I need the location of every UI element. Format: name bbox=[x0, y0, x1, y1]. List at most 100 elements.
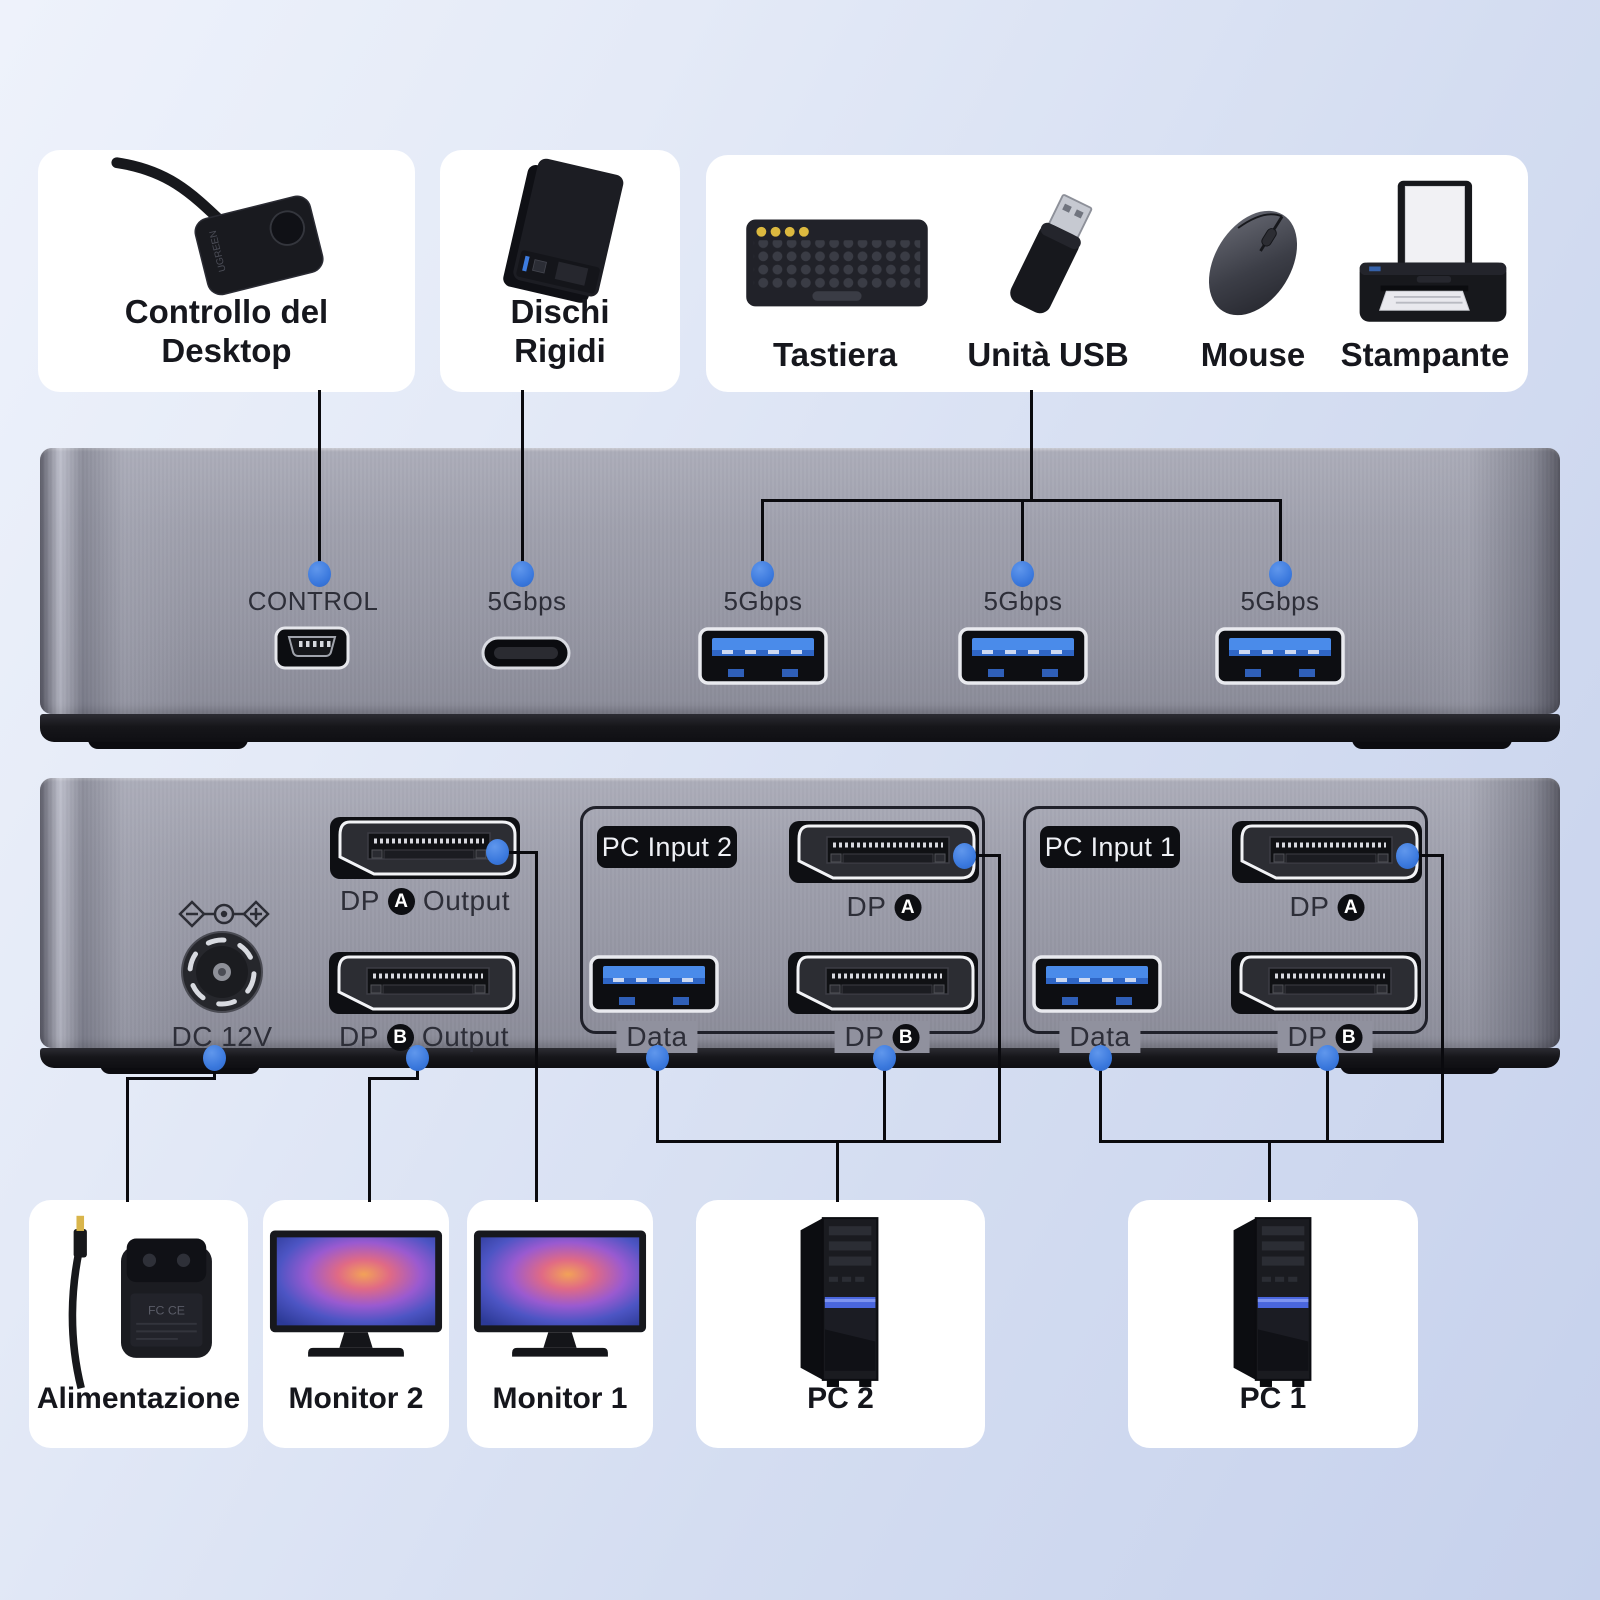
monitor-1-image bbox=[472, 1228, 648, 1366]
usba1-port-label: 5Gbps bbox=[723, 586, 803, 616]
dc-power-jack bbox=[180, 930, 264, 1014]
mini-usb-port bbox=[274, 626, 350, 670]
printer-image bbox=[1359, 180, 1507, 322]
connector-line-dpb-out-jog bbox=[368, 1077, 419, 1080]
power-supply-label: Alimentazione bbox=[36, 1382, 241, 1415]
box-pc-2: PC 2 bbox=[696, 1200, 985, 1448]
connector-line-in1-dpa-jog bbox=[1408, 854, 1444, 857]
connection-dot-in2-dpb bbox=[873, 1045, 896, 1071]
usbc-port-label: 5Gbps bbox=[487, 586, 567, 616]
connector-line-in2-data bbox=[656, 1058, 659, 1143]
connector-line-usbc bbox=[521, 390, 524, 574]
connector-line-dc-jog bbox=[126, 1077, 216, 1080]
pc-input-2-group bbox=[580, 806, 985, 1034]
badge-b: B bbox=[1335, 1023, 1363, 1051]
connector-line-peripherals-stem bbox=[1030, 390, 1033, 502]
usb-drive-image bbox=[1010, 194, 1093, 314]
connector-line-usba1 bbox=[761, 499, 764, 574]
connector-line-in1-dpa bbox=[1441, 854, 1444, 1143]
connection-dot-in1-dpa bbox=[1396, 843, 1419, 869]
pc-input-1-chip: PC Input 1 bbox=[1040, 826, 1180, 868]
usb-a-port-1 bbox=[698, 627, 828, 685]
badge-b: B bbox=[386, 1023, 414, 1051]
usb-c-port bbox=[481, 636, 571, 670]
monitor-1-label: Monitor 1 bbox=[492, 1382, 628, 1415]
keyboard-image bbox=[746, 219, 928, 307]
control-port-label: CONTROL bbox=[247, 586, 379, 616]
badge-a: A bbox=[387, 887, 415, 915]
connection-dot-usba1 bbox=[751, 561, 774, 587]
pc-1-image bbox=[1217, 1208, 1329, 1390]
connector-line-in1-data bbox=[1099, 1058, 1102, 1143]
connection-dot-in2-dpa bbox=[953, 843, 976, 869]
keyboard-label: Tastiera bbox=[772, 336, 898, 373]
desktop-controller-label: Controllo del Desktop bbox=[124, 293, 329, 369]
dc-polarity-icon bbox=[176, 894, 272, 934]
connector-line-in2-dpa bbox=[998, 854, 1001, 1143]
connection-dot-usba3 bbox=[1269, 561, 1292, 587]
monitor-2-label: Monitor 2 bbox=[288, 1382, 424, 1415]
connector-line-in1-dpb bbox=[1326, 1058, 1329, 1143]
connector-line-dpa-out-jog bbox=[498, 851, 538, 854]
box-desktop-controller: UGREEN Controllo del Desktop bbox=[38, 150, 415, 392]
pc-input-2-dp-a-port bbox=[789, 821, 979, 883]
connector-line-usba2 bbox=[1021, 499, 1024, 574]
front-device-base bbox=[40, 714, 1560, 742]
desktop-controller-image: UGREEN bbox=[111, 157, 324, 296]
connection-dot-in2-data bbox=[646, 1045, 669, 1071]
badge-b: B bbox=[892, 1023, 920, 1051]
pc-2-image bbox=[784, 1208, 896, 1390]
pc-2-label: PC 2 bbox=[807, 1382, 874, 1415]
connection-dot-usba2 bbox=[1011, 561, 1034, 587]
pc-input-1-data-port bbox=[1032, 955, 1162, 1013]
mouse-image bbox=[1208, 210, 1298, 316]
connection-dot-dc bbox=[203, 1045, 226, 1071]
box-monitor-1: Monitor 1 bbox=[467, 1200, 653, 1448]
connector-line-in1-merge bbox=[1099, 1140, 1444, 1143]
box-monitor-2: Monitor 2 bbox=[263, 1200, 449, 1448]
box-power-supply: FC CE Alimentazione bbox=[29, 1200, 248, 1448]
pc-input-1-dp-a-port bbox=[1232, 821, 1422, 883]
connection-dot-in1-dpb bbox=[1316, 1045, 1339, 1071]
pc-input-2-dp-b-port bbox=[788, 952, 978, 1014]
connector-line-usba3 bbox=[1279, 499, 1282, 574]
mouse-label: Mouse bbox=[1200, 336, 1306, 373]
pc-input-2-chip: PC Input 2 bbox=[597, 826, 737, 868]
connector-line-power bbox=[126, 1077, 129, 1202]
hard-drives-label: Dischi Rigidi bbox=[510, 293, 610, 369]
usb-drive-label: Unità USB bbox=[967, 336, 1129, 373]
connector-line-control bbox=[318, 390, 321, 574]
connection-dot-dpb-out bbox=[406, 1045, 429, 1071]
pc-input-1-dp-b-port bbox=[1231, 952, 1421, 1014]
usba3-port-label: 5Gbps bbox=[1240, 586, 1320, 616]
usb-a-port-3 bbox=[1215, 627, 1345, 685]
pc-input-2-data-port bbox=[589, 955, 719, 1013]
power-adapter-image: FC CE bbox=[68, 1215, 212, 1390]
connector-line-in2-dpb bbox=[883, 1058, 886, 1143]
connection-dot-usbc bbox=[511, 561, 534, 587]
pc-input-1-data-label: Data bbox=[1059, 1021, 1141, 1053]
pc-input-1-group bbox=[1023, 806, 1428, 1034]
usba2-port-label: 5Gbps bbox=[983, 586, 1063, 616]
badge-a: A bbox=[1337, 893, 1365, 921]
connector-line-pc2 bbox=[836, 1140, 839, 1202]
pc-1-label: PC 1 bbox=[1239, 1382, 1307, 1415]
dc-power-label: DC 12V bbox=[171, 1021, 273, 1052]
connector-line-in2-dpa-jog bbox=[965, 854, 1001, 857]
box-hard-drives: Dischi Rigidi bbox=[440, 150, 680, 392]
monitor-2-image bbox=[268, 1228, 444, 1366]
hard-drive-image bbox=[503, 158, 624, 303]
connection-dot-dpa-out bbox=[486, 839, 509, 865]
connector-line-monitor2 bbox=[368, 1077, 371, 1202]
usb-a-port-2 bbox=[958, 627, 1088, 685]
connector-line-in2-merge bbox=[656, 1140, 1001, 1143]
box-pc-1: PC 1 bbox=[1128, 1200, 1418, 1448]
connector-line-monitor1 bbox=[535, 851, 538, 1202]
connector-line-pc1 bbox=[1268, 1140, 1271, 1202]
badge-a: A bbox=[894, 893, 922, 921]
